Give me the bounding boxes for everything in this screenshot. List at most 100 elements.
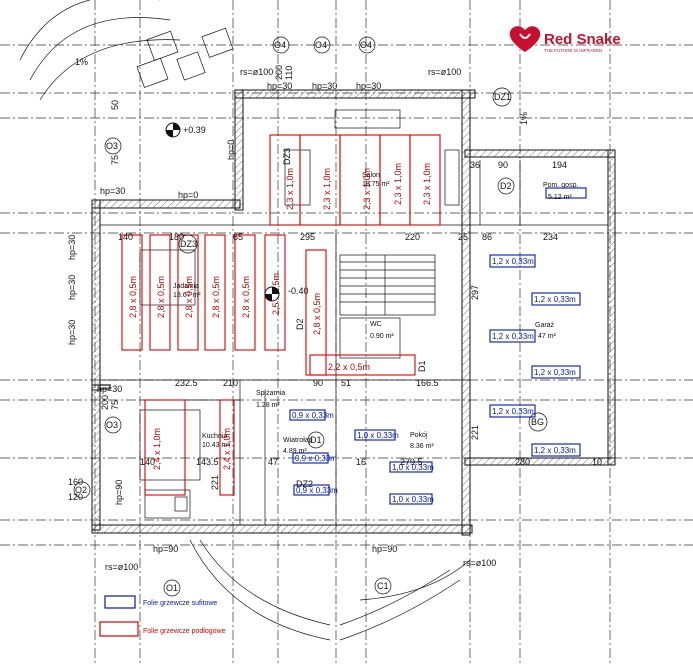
axis-d2-a: D2 <box>500 181 512 191</box>
dim-90-a: 90 <box>498 160 508 170</box>
room-spizarnia-area: 1.28 m² <box>256 402 280 409</box>
dim-200-a: 200 <box>274 65 284 80</box>
room-jadalnia-area: 13.67 m² <box>173 292 201 299</box>
dim-hp0-a: hp=0 <box>178 190 198 200</box>
dim-36: 36 <box>470 160 480 170</box>
axis-o3-b: O3 <box>106 420 118 430</box>
film-jad-2-label: 2,8 x 0,5m <box>156 276 166 318</box>
dim-hp30-c: hp=30 <box>356 81 381 91</box>
dim-rs-bottom-right: rs=ø100 <box>463 558 496 568</box>
film-salon-2-label: 2,3 x 1,0m <box>322 168 332 210</box>
dim-hp30-f: hp=30 <box>67 275 77 300</box>
dim-10: 10 <box>592 457 602 467</box>
dim-295: 295 <box>300 232 315 242</box>
room-kuchnia-area: 10.43 m² <box>202 442 230 449</box>
dim-51: 51 <box>341 378 351 388</box>
axis-d1: D1 <box>310 435 322 445</box>
axis-o1: O1 <box>166 583 178 593</box>
film-garaz-1-label: 1,2 x 0,33m <box>492 257 534 266</box>
dim-rs-top-left: rs=ø100 <box>240 67 273 77</box>
dim-280: 280 <box>515 457 530 467</box>
dim-rs-bottom-left: rs=ø100 <box>105 562 138 572</box>
dim-140-b: 140 <box>140 457 155 467</box>
film-kuchnia-1-label: 2,4 x 1,0m <box>152 428 162 470</box>
film-jad-1-label: 2,8 x 0,5m <box>128 276 138 318</box>
room-pokoj-area: 8.36 m² <box>410 443 434 450</box>
dim-279: 279.5 <box>400 457 423 467</box>
ceiling-heating-films <box>289 187 587 505</box>
dim-200-b: 200 <box>100 395 110 410</box>
axis-d2-b: D2 <box>295 318 305 330</box>
ceiling-film-labels: 1,2 x 0,33m 1,2 x 0,33m 1,2 x 0,33m 1,2 … <box>292 257 576 504</box>
film-wiatrolap-2-label: 0,9 x 0,33m <box>295 454 337 463</box>
level-minus-040: -0.40 <box>288 286 309 296</box>
dim-221-a: 221 <box>470 425 480 440</box>
dim-194: 194 <box>552 160 567 170</box>
terrace-curves <box>19 0 471 641</box>
floor-film-labels: 2,3 x 1,0m 2,3 x 1,0m 2,3 x 1,0m 2,3 x 1… <box>128 163 432 470</box>
axis-o2: O2 <box>75 485 87 495</box>
brand-tagline: THE FUTURE IS INFRARED <box>544 48 603 53</box>
room-salon-name: Salon <box>362 172 380 179</box>
film-salon-5-label: 2,3 x 1,0m <box>422 163 432 205</box>
axis-c1: C1 <box>377 581 389 591</box>
film-kuchnia-2-label: 2,4 x 1,0m <box>222 428 232 470</box>
film-salon-4-label: 2,3 x 1,0m <box>393 163 403 205</box>
room-kuchnia-name: Kuchnia <box>202 433 227 440</box>
dim-220: 220 <box>405 232 420 242</box>
room-wiatrolap-area: 4.89 m² <box>283 448 307 455</box>
legend: Folie grzewcze sufitowe Folie grzewcze p… <box>99 595 226 637</box>
room-pomgosp-area: 5.12 m² <box>548 194 572 201</box>
dim-rs-top-right: rs=ø100 <box>428 67 461 77</box>
dim-16: 16 <box>356 457 366 467</box>
room-garaz-area: 47 m² <box>538 333 557 340</box>
dim-25: 25 <box>458 232 468 242</box>
room-wc-area: 0.90 m² <box>370 333 394 340</box>
axis-dz3: DZ3 <box>180 239 197 249</box>
axis-dz2: DZ2 <box>296 479 313 489</box>
dim-234: 234 <box>543 232 558 242</box>
film-salon-3-label: 2,3 x 1,0m <box>362 168 372 210</box>
dim-143: 143.5 <box>196 457 219 467</box>
axis-dz1: DZ1 <box>494 92 511 102</box>
dim-110-a: 110 <box>284 66 294 80</box>
film-wiatrolap-3-label: 0,9 x 0,33m <box>296 486 338 495</box>
dim-232: 232.5 <box>175 378 198 388</box>
axis-d1-b: D1 <box>417 360 427 372</box>
axis-o3-a: O3 <box>106 141 118 151</box>
room-wiatrolap-name: Wiatrołap <box>283 437 313 444</box>
dim-hp90-a: hp=90 <box>114 480 124 505</box>
film-hall-label: 2,8 x 0,5m <box>312 293 322 335</box>
dim-86: 86 <box>482 232 492 242</box>
film-pokoj-2-label: 1,0 x 0,33m <box>392 463 434 472</box>
outdoor-furniture <box>136 27 234 88</box>
room-salon-area: 18.75 m² <box>362 181 390 188</box>
room-spizarnia-name: Spiżarnia <box>256 390 285 397</box>
room-wc-name: WC <box>370 321 382 328</box>
dim-hp90-c: hp=90 <box>372 544 397 554</box>
room-jadalnia-name: Jadalnia <box>173 283 199 290</box>
dim-hp30-h: hp=30 <box>97 384 122 394</box>
dimension-labels: rs=ø100 rs=ø100 hp=30 hp=30 hp=30 hp=30 … <box>67 57 602 572</box>
film-garaz-5-label: 1,2 x 0,33m <box>492 407 534 416</box>
dim-hp30-a: hp=30 <box>267 81 292 91</box>
dim-75-a: 75 <box>110 155 120 165</box>
level-plus-039: +0.39 <box>183 125 206 135</box>
room-garaz-name: Garaż <box>535 322 555 329</box>
film-jad-4-label: 2,8 x 0,5m <box>211 276 221 318</box>
film-pokoj-1-label: 1,0 x 0,33m <box>357 431 399 440</box>
axis-markers: O4 O4 O4 O3 O3 O2 O1 C1 BG DZ1 DZ3 D2 D1… <box>73 36 548 597</box>
dim-pct-left: 1% <box>75 57 88 67</box>
dim-90-b: 90 <box>313 378 323 388</box>
axis-o4-c: O4 <box>360 40 372 50</box>
film-jad-5-label: 2,8 x 0,5m <box>241 276 251 318</box>
film-garaz-3-label: 1,2 x 0,33m <box>492 332 534 341</box>
legend-ceiling-label: Folie grzewcze sufitowe <box>143 600 217 607</box>
dim-65: 65 <box>233 232 243 242</box>
snake-heart-icon <box>509 26 541 52</box>
dim-221-b: 221 <box>210 475 220 490</box>
axis-o4-a: O4 <box>274 40 286 50</box>
